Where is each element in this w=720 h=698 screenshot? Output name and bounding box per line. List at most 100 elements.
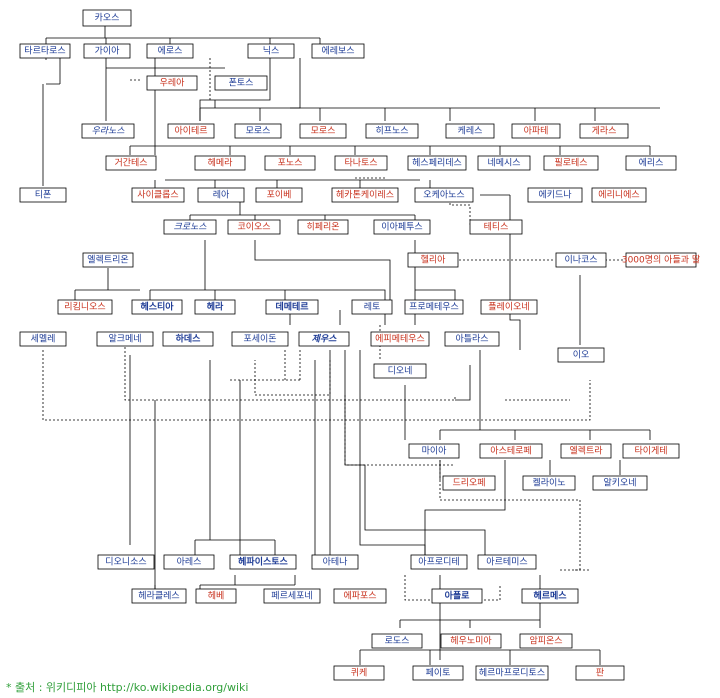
node-zeus: 제우스 (298, 331, 350, 347)
node-label: 테티스 (484, 222, 509, 233)
node-label: 타르타로스 (24, 46, 65, 57)
node-rhea: 레아 (197, 187, 245, 203)
node-box (82, 252, 134, 268)
node-box (299, 123, 347, 139)
source-citation[interactable]: * 출처 : 위키디피아 http://ko.wikipedia.org/wik… (6, 681, 249, 694)
node-box (625, 252, 697, 268)
node-box (105, 155, 157, 171)
node-iapetos: 이아페투스 (373, 219, 431, 235)
node-box (477, 155, 531, 171)
node-box (19, 43, 71, 59)
node-tethys: 테티스 (469, 219, 523, 235)
node-kronos: 크로노스 (163, 219, 217, 235)
node-box (412, 665, 464, 681)
node-label: 켈라이노 (532, 477, 565, 489)
node-label: 프로메테우스 (409, 302, 459, 313)
node-label: 에피메테우스 (375, 334, 425, 345)
node-pontos: 폰토스 (214, 75, 268, 91)
node-box (167, 123, 215, 139)
node-aither: 아이테르 (167, 123, 215, 139)
node-label: 가이아 (95, 46, 121, 57)
node-box (264, 155, 316, 171)
node-box (410, 554, 468, 570)
node-label: 엘렉트라 (569, 446, 603, 457)
node-hephaistos: 헤파이스토스 (229, 554, 297, 570)
node-box (81, 123, 135, 139)
node-box (575, 665, 625, 681)
node-label: 하데스 (176, 333, 202, 345)
node-label: 히프노스 (375, 126, 408, 137)
node-herakles: 헤라클레스 (131, 588, 187, 604)
node-hyperion: 히페리온 (297, 219, 349, 235)
node-box (197, 187, 245, 203)
node-kyklopes: 사이클롭스 (131, 187, 185, 203)
node-box (311, 43, 365, 59)
node-box (407, 252, 459, 268)
node-box (511, 123, 561, 139)
node-io: 이오 (557, 347, 605, 363)
node-box (96, 331, 154, 347)
node-label: 에파포스 (343, 591, 376, 602)
node-box (431, 588, 483, 604)
node-dryope: 드리오페 (442, 475, 496, 491)
node-alkyone: 알키오네 (592, 475, 648, 491)
node-label: 아폴로 (445, 590, 471, 602)
node-label: 헤스티아 (140, 301, 174, 313)
node-philotes: 필로테스 (543, 155, 599, 171)
node-hera: 헤라 (194, 299, 236, 315)
node-box (373, 219, 431, 235)
node-gigantes: 거간테스 (105, 155, 157, 171)
node-box (195, 588, 237, 604)
node-label: 히페리온 (306, 222, 339, 233)
node-label: 에레보스 (321, 46, 354, 57)
node-label: 모로스 (246, 126, 271, 137)
node-label: 엘렉트리온 (87, 255, 128, 266)
node-label: 헤라 (207, 301, 224, 313)
node-label: 우레아 (160, 78, 186, 89)
node-box (560, 443, 612, 459)
node-leto: 레토 (351, 299, 393, 315)
node-ourea: 우레아 (146, 75, 198, 91)
node-label: 게라스 (592, 126, 617, 137)
node-label: 포이베 (267, 190, 292, 201)
node-label: 포세이돈 (243, 334, 276, 345)
node-label: 제우스 (312, 334, 338, 345)
node-label: 아틀라스 (455, 334, 488, 345)
node-erebos: 에레보스 (311, 43, 365, 59)
node-hermes: 헤르메스 (521, 588, 579, 604)
node-label: 알키오네 (603, 478, 636, 489)
node-label: 오케아노스 (423, 190, 464, 201)
node-box (445, 123, 495, 139)
node-semele: 세멜레 (19, 331, 67, 347)
node-box (351, 299, 393, 315)
node-label: 케레스 (458, 126, 483, 137)
node-label: 레토 (364, 302, 381, 313)
node-box (442, 475, 496, 491)
node-box (263, 588, 321, 604)
node-label: 리킴니오스 (64, 301, 105, 313)
node-box (521, 588, 579, 604)
node-hypnos: 히프노스 (365, 123, 419, 139)
node-box (57, 299, 113, 315)
node-label: 헤르마프로디토스 (479, 667, 545, 679)
node-box (543, 155, 599, 171)
node-alkmene2: 알크메네 (96, 331, 154, 347)
node-box (479, 443, 543, 459)
node-daughters3000: 3000명의 아들과 딸 (622, 252, 700, 268)
node-athena: 아테나 (311, 554, 359, 570)
node-apollon: 아폴로 (431, 588, 483, 604)
node-hades: 하데스 (162, 331, 214, 347)
node-box (231, 331, 289, 347)
node-ares: 아레스 (163, 554, 215, 570)
node-label: 디오네 (388, 366, 413, 377)
node-label: 드리오페 (452, 478, 485, 489)
node-box (146, 43, 194, 59)
node-hebe: 헤베 (195, 588, 237, 604)
node-box (555, 252, 607, 268)
node-box (265, 299, 319, 315)
node-asterope: 아스테로페 (479, 443, 543, 459)
node-label: 아이테르 (174, 126, 207, 137)
node-box (592, 475, 648, 491)
node-amphion: 암피온스 (519, 633, 573, 649)
